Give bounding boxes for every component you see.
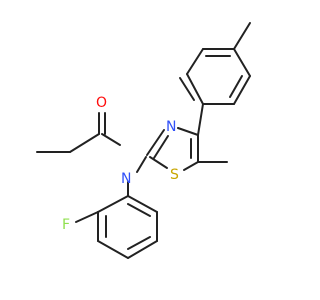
bond-n-thiazole [136, 156, 147, 173]
atom-label-fluorine: F [62, 217, 70, 233]
tolyl-ring-bond-1 [186, 73, 204, 105]
bond-c2-n3-1 [146, 129, 165, 156]
atom-label-oxygen: O [96, 95, 107, 111]
bond-carbonyl-n [101, 133, 121, 146]
tolyl-ring-bond-5b [229, 75, 243, 98]
tolyl-ring-bond-4 [233, 48, 251, 77]
bond-ring-fluorine [75, 211, 99, 223]
bond-c5-s [183, 161, 199, 171]
atom-label-ring-nitrogen: N [166, 119, 176, 135]
tolyl-ring-bond-2 [186, 48, 204, 75]
tolyl-ring-bond-5 [233, 75, 251, 105]
bond-c4-tolyl [197, 103, 204, 136]
molecule-structure-canvas: O N N S F [36, 22, 251, 259]
bond-ch2-carbonyl [69, 133, 100, 153]
tolyl-ring-bond-1b [179, 77, 195, 101]
fluorophenyl-ring-bond-3 [97, 240, 129, 259]
molecule-structure: O N N S F [36, 22, 251, 259]
bond-s-c2 [149, 156, 168, 169]
bond-c2-n3-2 [153, 135, 169, 159]
fluorophenyl-ring-bond-6b [127, 203, 151, 217]
bond-n3-c4 [177, 127, 199, 136]
fluorophenyl-ring-bond-1 [97, 195, 129, 213]
bond-tolyl-methyl [233, 22, 251, 50]
fluorophenyl-ring-bond-4 [127, 240, 158, 259]
atom-label-amide-nitrogen: N [121, 171, 131, 187]
fluorophenyl-ring-bond-6 [127, 195, 158, 213]
fluorophenyl-ring-bond-4b [127, 236, 151, 250]
atom-label-sulfur: S [170, 167, 179, 183]
